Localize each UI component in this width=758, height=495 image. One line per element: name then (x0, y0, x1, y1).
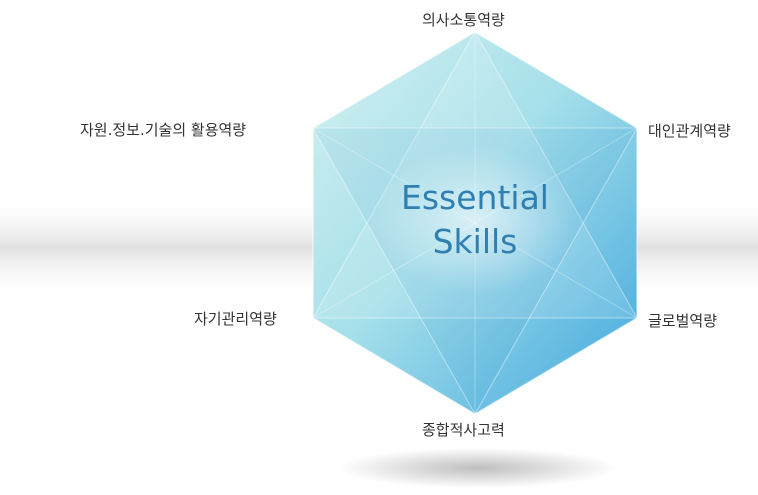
label-communication: 의사소통역량 (422, 11, 505, 29)
label-resource-info-tech: 자원.정보.기술의 활용역량 (80, 121, 247, 139)
label-self-management: 자기관리역량 (194, 310, 277, 328)
floor-shadow (338, 448, 618, 488)
label-global: 글로벌역량 (648, 312, 718, 330)
center-title-line2: Skills (432, 222, 518, 261)
center-title-line1: Essential (401, 178, 549, 217)
label-interpersonal: 대인관계역량 (648, 122, 731, 140)
center-glow (375, 145, 575, 295)
label-integrated-thinking: 종합적사고력 (422, 421, 505, 439)
hexagon-outline (312, 31, 638, 415)
